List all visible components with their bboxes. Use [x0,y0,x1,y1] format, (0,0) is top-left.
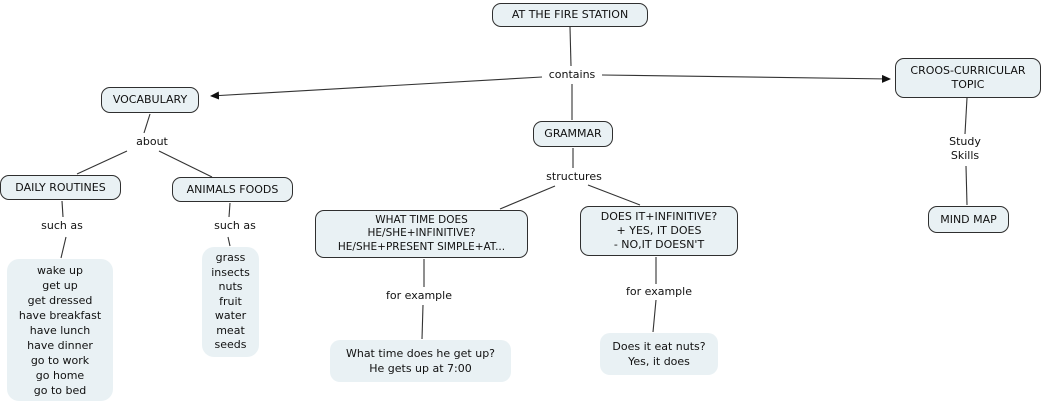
connector-structures-doesit [587,184,641,206]
node-example-does-it[interactable]: Does it eat nuts? Yes, it does [600,333,718,375]
connector-about-animalsfoods [158,150,213,178]
node-animals-foods[interactable]: ANIMALS FOODS [172,177,293,202]
node-structure-what-time[interactable]: WHAT TIME DOES HE/SHE+INFINITIVE? HE/SHE… [315,210,528,258]
list-item: go home [35,368,85,382]
connector-contains-crosscurricular [601,74,891,83]
link-label-for-example-left[interactable]: for example [386,289,452,302]
list-item: go to bed [33,383,87,397]
link-label-such-as-left[interactable]: such as [41,219,83,232]
connector-vocabulary-about [143,113,151,134]
link-label-study-skills[interactable]: Study Skills [949,135,981,162]
list-item: grass [215,251,246,265]
list-item: insects [211,265,250,279]
connector-forexample-exampledoesit [652,299,657,333]
list-item: wake up [37,263,83,277]
list-item: have dinner [27,338,93,352]
node-example-what-time[interactable]: What time does he get up? He gets up at … [330,340,511,382]
list-item: fruit [219,294,242,308]
list-item: seeds [214,338,247,352]
link-label-contains[interactable]: contains [548,68,596,81]
link-label-about[interactable]: about [136,135,168,148]
connector-root-contains [569,26,572,67]
node-daily-routines[interactable]: DAILY ROUTINES [0,175,121,200]
link-label-such-as-right[interactable]: such as [214,219,256,232]
node-cross-curricular-topic[interactable]: CROOS-CURRICULAR TOPIC [895,58,1041,98]
connector-suchas-dailylist [60,236,67,259]
connector-suchas-foodslist [227,236,231,247]
connector-cross-studyskills [964,97,968,135]
list-item: get dressed [27,293,93,307]
connector-structures-whattime [499,185,556,210]
list-item: go to work [30,353,90,367]
connector-animals-suchas [228,202,231,218]
node-vocabulary[interactable]: VOCABULARY [101,87,199,113]
link-label-for-example-right[interactable]: for example [626,285,692,298]
list-item: nuts [218,280,243,294]
link-label-structures[interactable]: structures [546,170,602,183]
list-item: meat [216,323,245,337]
node-mind-map[interactable]: MIND MAP [928,206,1009,233]
node-at-the-fire-station[interactable]: AT THE FIRE STATION [492,3,648,27]
connector-daily-suchas [61,200,64,218]
list-item: get up [42,278,78,292]
node-grammar[interactable]: GRAMMAR [533,121,613,147]
connector-studyskills-mindmap [965,165,968,206]
connector-forexample-examplewhattime [421,304,424,340]
list-item: have breakfast [18,308,102,322]
node-structure-does-it[interactable]: DOES IT+INFINITIVE? + YES, IT DOES - NO,… [580,206,738,256]
list-item: have lunch [29,323,91,337]
connector-contains-vocabulary [210,76,543,100]
list-item: water [214,309,247,323]
connector-about-dailyroutines [76,150,128,175]
